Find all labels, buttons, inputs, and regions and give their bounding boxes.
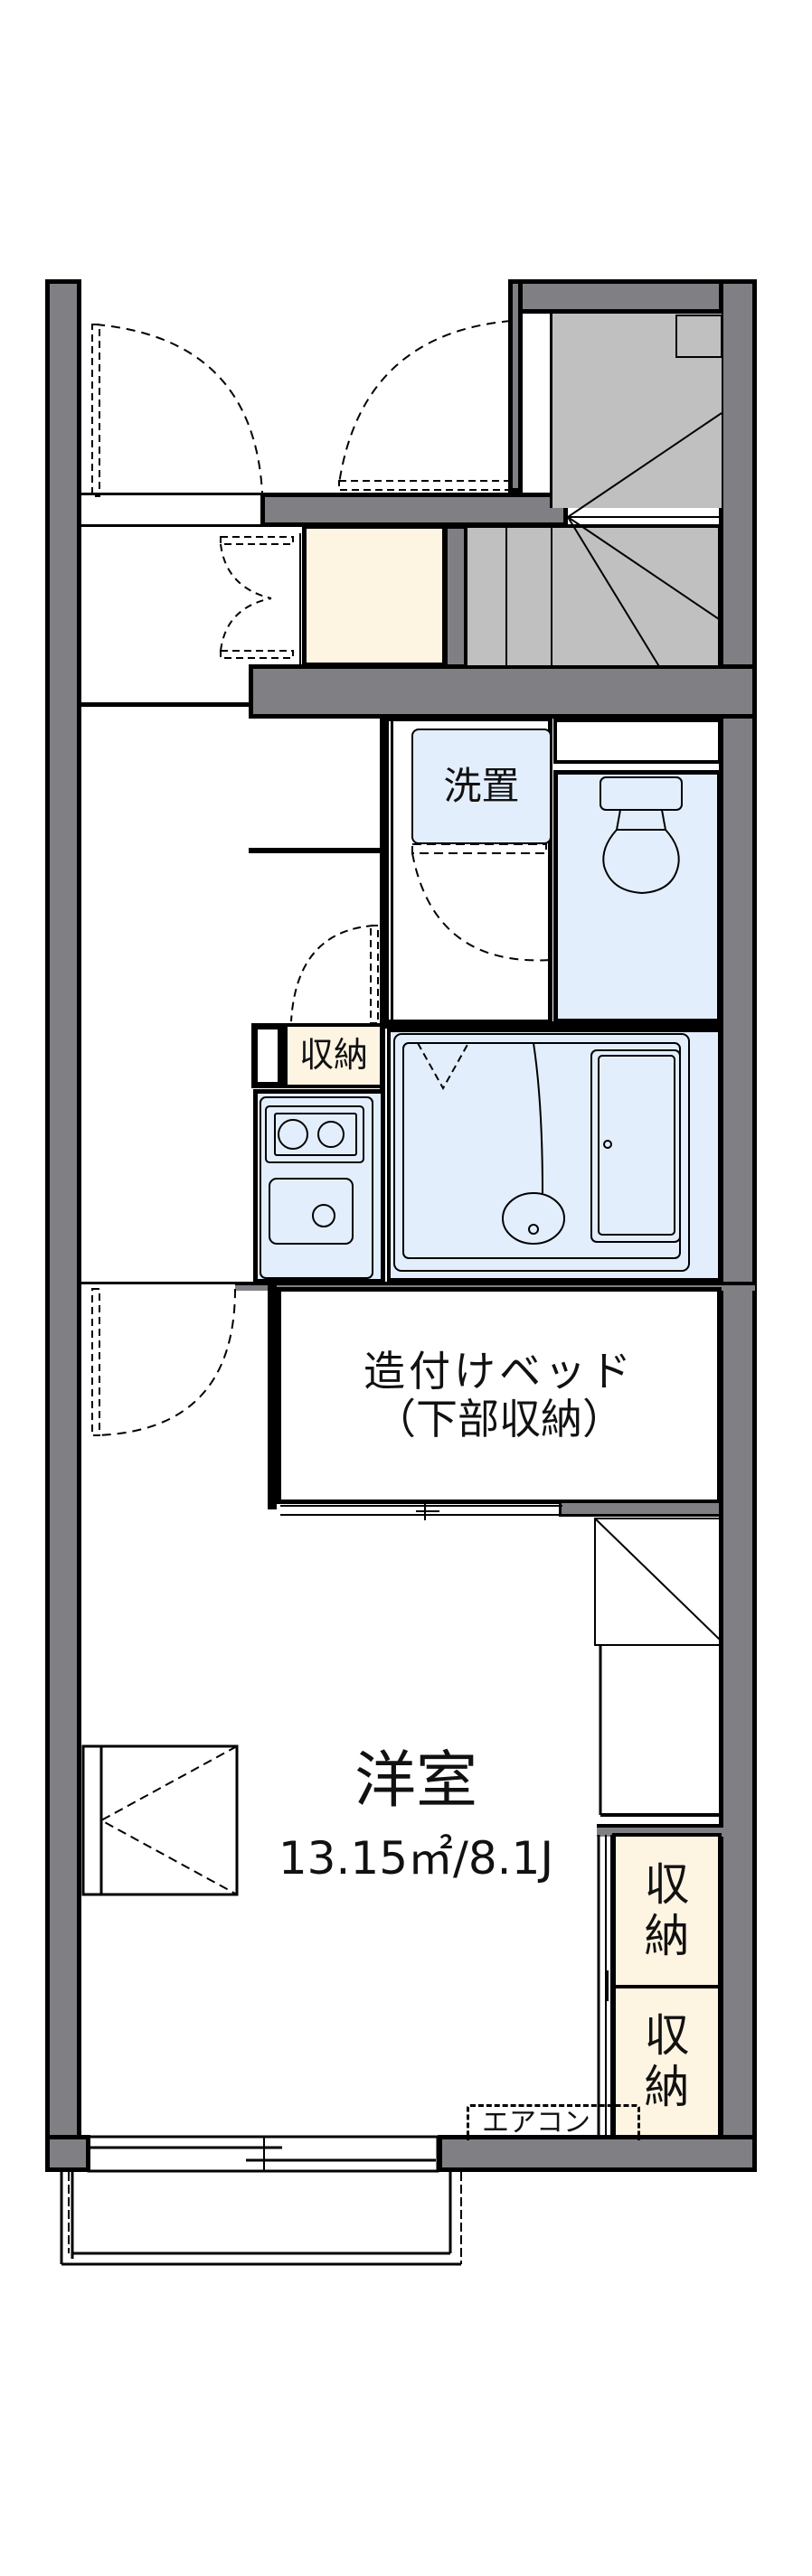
hall-door-frame [81, 1282, 235, 1284]
toilet-room[interactable] [553, 770, 722, 1023]
burner-left [278, 1119, 308, 1150]
bathtub [590, 1049, 681, 1243]
closet-upper[interactable]: 収 納 [612, 1833, 722, 1988]
western-room-area: 13.15㎡/8.1J [278, 1832, 554, 1885]
balcony[interactable] [58, 2172, 474, 2271]
bed-right-bottom-wall [559, 1500, 722, 1517]
closet-lower-label-1: 収 [644, 2008, 690, 2062]
closet-upper-label-2: 納 [644, 1910, 690, 1962]
air-conditioner: エアコン [467, 2104, 640, 2140]
closet-lower[interactable]: 収 納 [612, 1985, 722, 2139]
staircase[interactable] [550, 314, 722, 508]
western-room-label: 洋室 [354, 1745, 477, 1817]
wash-area-left-wall-inner [391, 719, 393, 1026]
toilet-icon [600, 776, 683, 895]
washroom-door-swing [411, 843, 552, 962]
kitchen-storage-label: 収納 [298, 1035, 368, 1076]
entrance-step [81, 524, 262, 527]
kitchen-counter-top-line [249, 848, 384, 853]
washer-space[interactable]: 洗置 [411, 729, 552, 844]
shoebox-bottom-wall [249, 664, 757, 719]
built-in-bed-sublabel: （下部収納） [374, 1395, 624, 1443]
shoebox-door-swings [220, 533, 301, 664]
entrance-door-swing [91, 324, 263, 497]
wash-area-left-wall [380, 719, 385, 1279]
right-exterior-wall [719, 279, 757, 2172]
bed-top-wall [235, 1282, 755, 1291]
entrance-threshold [81, 493, 262, 495]
bath-fixtures [393, 1033, 690, 1272]
bed-sliding-door [280, 1502, 562, 1520]
kitchen-storage[interactable]: 収納 [284, 1023, 383, 1088]
closet-doors [597, 1835, 612, 2137]
burner-right [317, 1121, 345, 1148]
hall-door-swing [91, 1288, 236, 1436]
balcony-sliding-window[interactable] [87, 2135, 441, 2175]
bed-left-wall [268, 1283, 277, 1509]
built-in-bed[interactable]: 造付けベッド （下部収納） [277, 1287, 722, 1504]
kitchen-storage-door-swing [290, 925, 379, 1024]
bath-top-wall [384, 1021, 722, 1029]
left-exterior-wall [45, 279, 81, 2172]
top-right-wall [508, 279, 757, 314]
right-alcove [594, 1518, 722, 1817]
air-conditioner-label: エアコン [482, 2107, 590, 2139]
bottom-left-wall [45, 2135, 90, 2172]
stair-door-swing [338, 320, 512, 491]
unit-bath[interactable] [387, 1029, 722, 1282]
toilet-top-shelf [553, 719, 722, 764]
stair-left-wall [508, 279, 523, 493]
shoe-box [302, 524, 447, 667]
left-window[interactable] [81, 1744, 244, 1898]
staircase-treads [505, 315, 722, 669]
built-in-bed-label: 造付けベッド [364, 1347, 635, 1396]
bottom-exterior-wall [438, 2135, 757, 2172]
stove-and-sink [260, 1096, 373, 1279]
closet-upper-label-1: 収 [644, 1857, 690, 1911]
washbasin [502, 1192, 565, 1245]
hallway-line [81, 702, 253, 707]
closet-lower-label-2: 納 [644, 2061, 690, 2113]
washer-space-label: 洗置 [443, 763, 520, 808]
kitchen-small-box [251, 1023, 284, 1088]
